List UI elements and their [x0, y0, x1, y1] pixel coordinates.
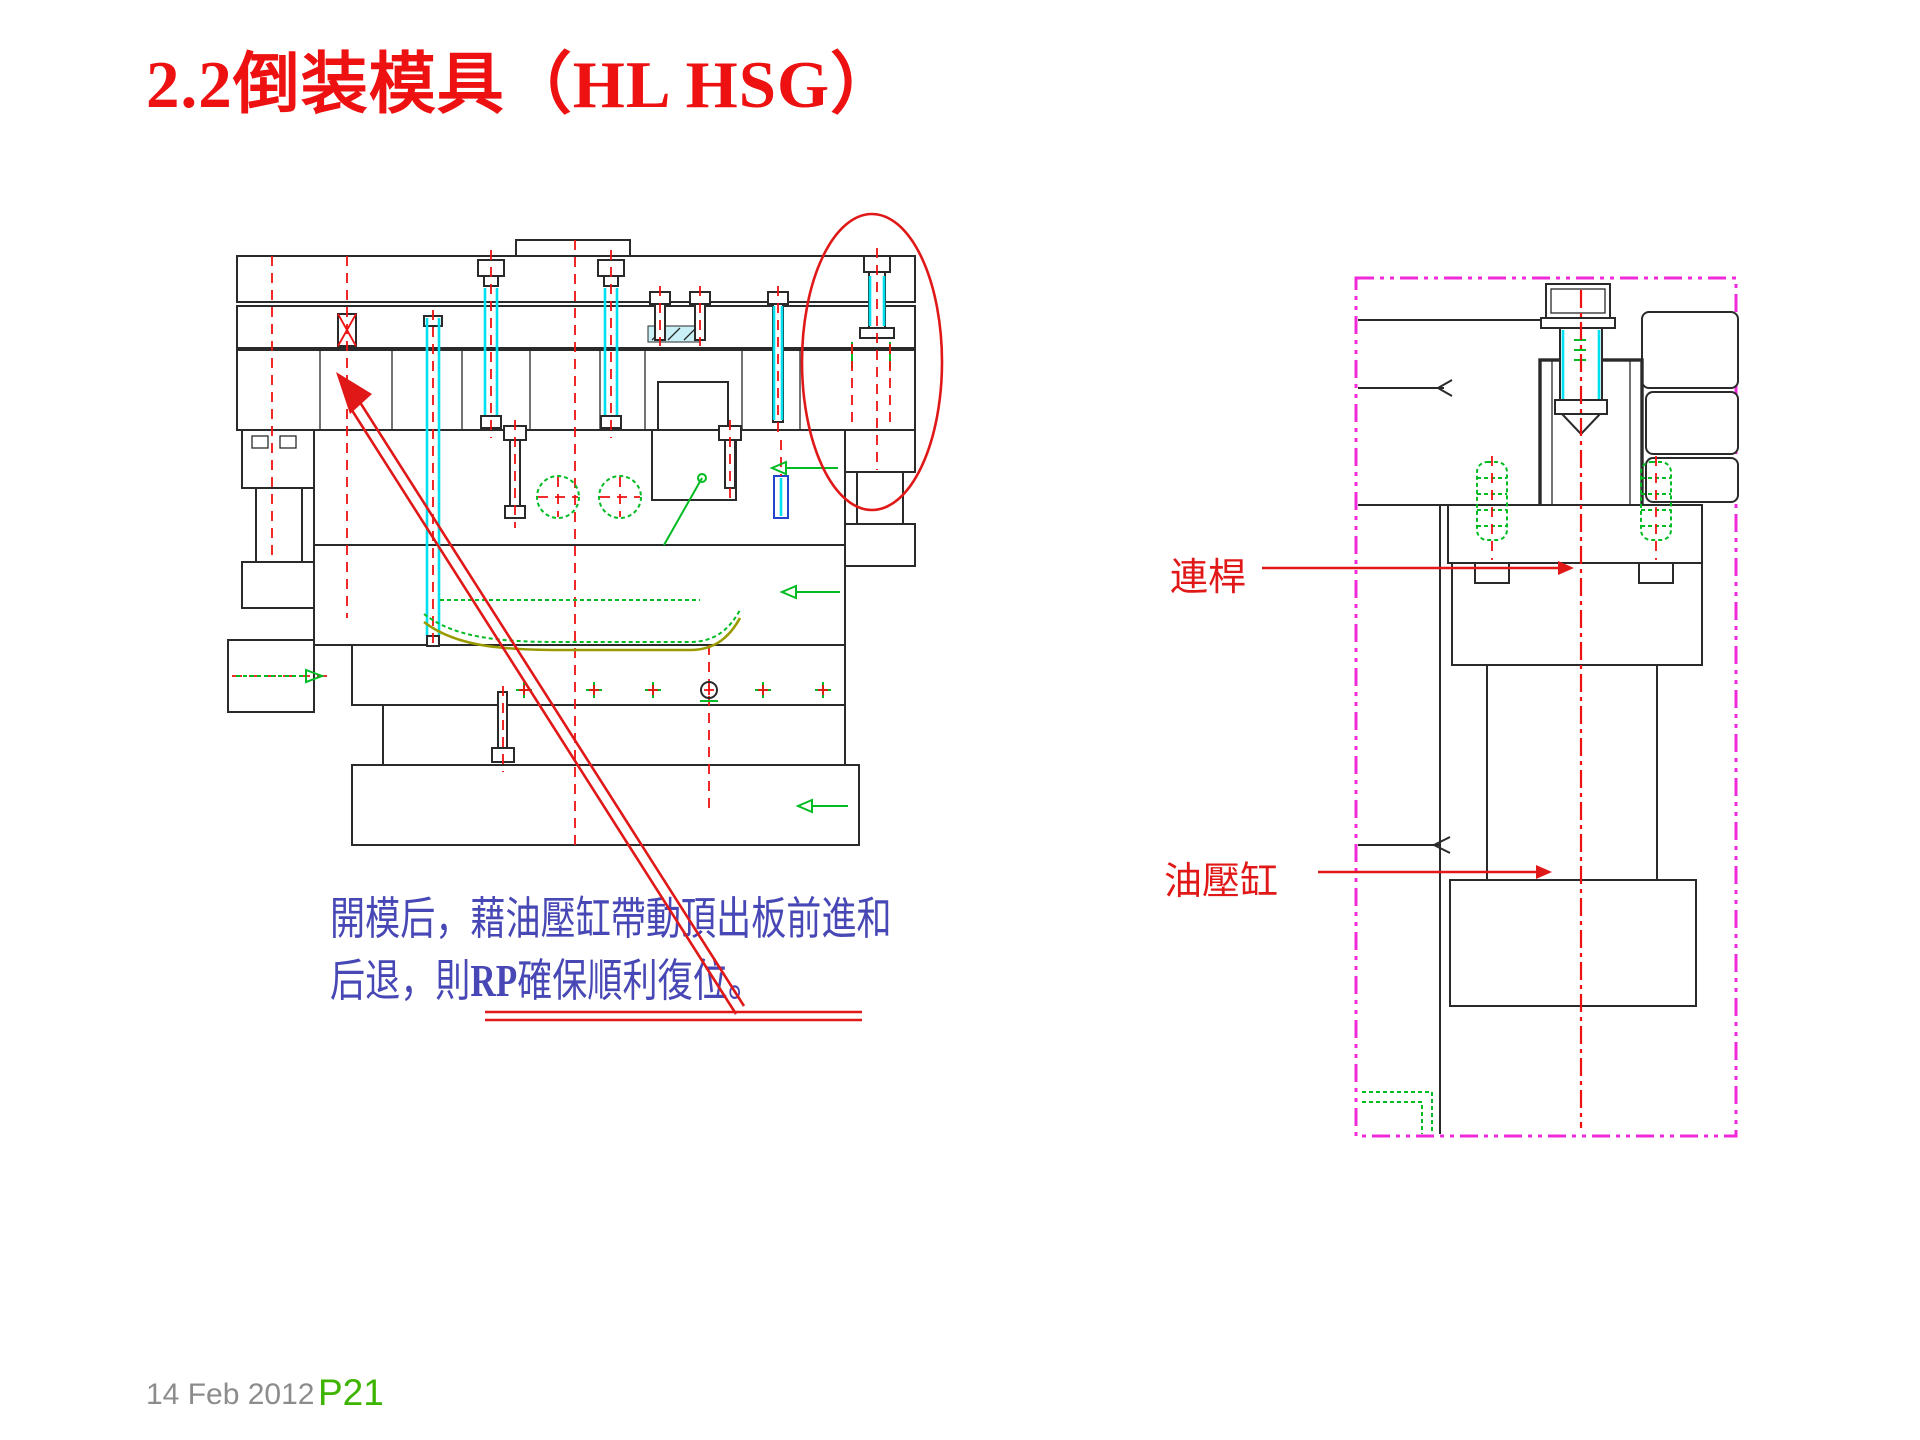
detail-view-border: [1354, 276, 1738, 1138]
footer-date: 14 Feb 2012: [146, 1378, 315, 1411]
green-screw-left: [1474, 456, 1510, 584]
lifter-rod: [663, 477, 703, 546]
lifter-pivot: [697, 473, 707, 483]
top-locating-tab: [515, 239, 631, 257]
bolt-band-plate: [236, 349, 916, 431]
cylinder-rod: [1486, 664, 1658, 882]
stop-pin-assembly: [773, 440, 789, 519]
callout-arrow-hydraulic-cylinder: [1318, 865, 1552, 879]
reference-circles: [536, 475, 642, 519]
footer-page-number: P21: [318, 1372, 384, 1413]
ejector-screw-row: [516, 681, 831, 702]
detail-left-plates: [1358, 319, 1540, 1134]
thread-mark: [1574, 339, 1586, 361]
flow-arrows: [232, 460, 848, 814]
left-support-leg: [241, 429, 315, 609]
cross-pin: [337, 256, 357, 618]
annotation-arrow-head: [336, 372, 372, 414]
bolt-lower: [491, 686, 515, 772]
cylinder-body: [1449, 879, 1697, 1007]
ejector-retainer-plate: [351, 644, 846, 706]
slide-title: 2.2倒装模具（HL HSG）: [146, 48, 899, 122]
detail-spacer-block: [1451, 562, 1703, 666]
note-line-1: 開模后，藉油壓缸帶動頂出板前進和: [330, 892, 892, 945]
part-profile-green: [423, 609, 741, 643]
detail-right-plates: [1641, 311, 1739, 503]
note-rp-bold: RP: [470, 956, 518, 1006]
bolt-core: [503, 420, 527, 528]
bolt-core-2: [718, 420, 742, 498]
right-support-leg: [844, 429, 916, 567]
green-screw-right: [1638, 456, 1674, 584]
bolt-circled: [851, 248, 895, 470]
bottom-clamp-plate: [351, 764, 860, 846]
guide-pin: [423, 310, 443, 648]
detail-ejector-plate: [1447, 504, 1703, 564]
annotation-ellipse: [800, 212, 944, 512]
note-line-2: 后退，則RP確保順利復位。: [330, 954, 763, 1007]
core-plate: [313, 429, 846, 546]
upper-plate-2: [236, 305, 916, 349]
detail-green-seal: [1362, 1091, 1433, 1134]
bolt-head: [1545, 283, 1611, 319]
left-side-block: [227, 639, 315, 713]
bolt-mid: [597, 250, 625, 438]
callout-hydraulic-cylinder-label: 油壓缸: [1164, 859, 1279, 903]
guide-block-upper: [657, 381, 729, 431]
part-profile-curve: [423, 617, 742, 652]
annotation-note: 開模后，藉油壓缸帶動頂出板前進和 后退，則RP確保順利復位。: [330, 888, 892, 1012]
centerlines-misc: [708, 344, 891, 815]
connecting-rod-assembly: [1538, 283, 1644, 508]
detail-view: [1354, 276, 1739, 1138]
main-mold-cross-section: [227, 212, 944, 846]
guide-block-lower: [651, 429, 737, 501]
ejector-base-plate: [382, 704, 846, 766]
callout-connecting-rod-label: 連桿: [1170, 555, 1247, 599]
small-bolts: [649, 286, 789, 438]
sprue-hatch: [647, 325, 701, 343]
bolt-left: [477, 250, 505, 438]
top-clamp-plate: [236, 255, 916, 303]
bolt-shank: [1559, 327, 1603, 401]
cavity-plate: [313, 544, 846, 646]
callout-arrow-connecting-rod: [1262, 561, 1574, 575]
